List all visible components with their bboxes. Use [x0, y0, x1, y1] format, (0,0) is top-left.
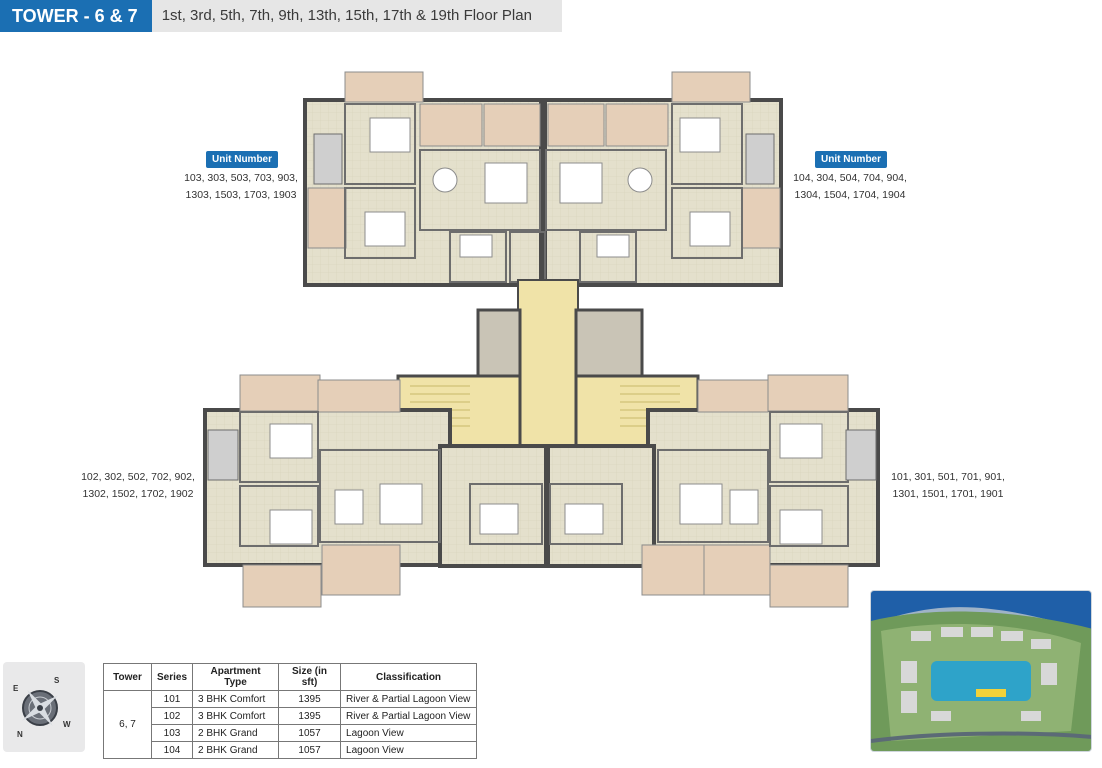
table-row: 6, 7 101 3 BHK Comfort 1395 River & Part…	[103, 690, 478, 759]
floor-plan-subtitle: 1st, 3rd, 5th, 7th, 9th, 13th, 15th, 17t…	[151, 0, 562, 32]
toilets	[207, 133, 877, 481]
size-cell: 1057	[278, 724, 342, 742]
upper-terraces	[307, 71, 781, 249]
type-cell: 2 BHK Grand	[192, 741, 280, 759]
upper-rooms	[344, 103, 743, 283]
page-header: TOWER - 6 & 7 1st, 3rd, 5th, 7th, 9th, 1…	[0, 0, 562, 32]
size-cell: 1395	[278, 690, 342, 708]
compass-north: N	[17, 730, 23, 739]
type-cell: 2 BHK Grand	[192, 724, 280, 742]
unit-line: 1302, 1502, 1702, 1902	[82, 488, 194, 500]
series-cell: 103	[150, 724, 194, 742]
unit-line: 103, 303, 503, 703, 903,	[184, 172, 298, 184]
col-series: Series	[150, 663, 194, 691]
tower-cell: 6, 7	[103, 690, 152, 759]
lower-rooms	[239, 411, 849, 547]
type-cell: 3 BHK Comfort	[192, 690, 280, 708]
unit-number-badge-left: Unit Number	[206, 151, 278, 168]
series-cell: 102	[150, 707, 194, 725]
unit-numbers-mid-left: 102, 302, 502, 702, 902, 1302, 1502, 170…	[74, 469, 202, 503]
unit-line: 1303, 1503, 1703, 1903	[185, 189, 297, 201]
site-map-thumbnail	[870, 590, 1092, 752]
col-size: Size (in sft)	[278, 663, 342, 691]
compass-rose: E S W N	[3, 662, 85, 752]
type-cell: 3 BHK Comfort	[192, 707, 280, 725]
series-cell: 104	[150, 741, 194, 759]
unit-line: 1301, 1501, 1701, 1901	[892, 488, 1004, 500]
size-cell: 1395	[278, 707, 342, 725]
unit-number-badge-right: Unit Number	[815, 151, 887, 168]
unit-numbers-mid-right: 101, 301, 501, 701, 901, 1301, 1501, 170…	[884, 469, 1012, 503]
site-map-image	[871, 591, 1091, 751]
unit-numbers-top-right: 104, 304, 504, 704, 904, 1304, 1504, 170…	[787, 170, 913, 204]
table-row: 103 2 BHK Grand 1057 Lagoon View	[104, 724, 478, 742]
compass-south: S	[54, 676, 60, 685]
lower-terraces	[239, 374, 849, 608]
unit-line: 1304, 1504, 1704, 1904	[794, 189, 906, 201]
classification-cell: River & Partial Lagoon View	[340, 690, 478, 708]
table-row: 104 2 BHK Grand 1057 Lagoon View	[104, 741, 478, 759]
series-cell: 101	[150, 690, 194, 708]
classification-cell: Lagoon View	[340, 741, 478, 759]
col-apartment-type: Apartment Type	[192, 663, 280, 691]
apartment-spec-table: Tower Series Apartment Type Size (in sft…	[103, 663, 478, 759]
unit-line: 102, 302, 502, 702, 902,	[81, 471, 195, 483]
compass-west: W	[63, 720, 71, 729]
unit-line: 101, 301, 501, 701, 901,	[891, 471, 1005, 483]
classification-cell: River & Partial Lagoon View	[340, 707, 478, 725]
compass-icon	[21, 689, 59, 727]
col-tower: Tower	[103, 663, 152, 691]
table-row: 102 3 BHK Comfort 1395 River & Partial L…	[104, 707, 478, 725]
table-header-row: Tower Series Apartment Type Size (in sft…	[103, 663, 478, 691]
unit-line: 104, 304, 504, 704, 904,	[793, 172, 907, 184]
lower-wing	[203, 408, 880, 568]
compass-east: E	[13, 684, 19, 693]
size-cell: 1057	[278, 741, 342, 759]
lower-furniture	[269, 423, 823, 545]
upper-furniture	[364, 117, 731, 258]
unit-numbers-top-left: 103, 303, 503, 703, 903, 1303, 1503, 170…	[178, 170, 304, 204]
tower-title: TOWER - 6 & 7	[0, 0, 152, 32]
classification-cell: Lagoon View	[340, 724, 478, 742]
col-classification: Classification	[340, 663, 478, 691]
